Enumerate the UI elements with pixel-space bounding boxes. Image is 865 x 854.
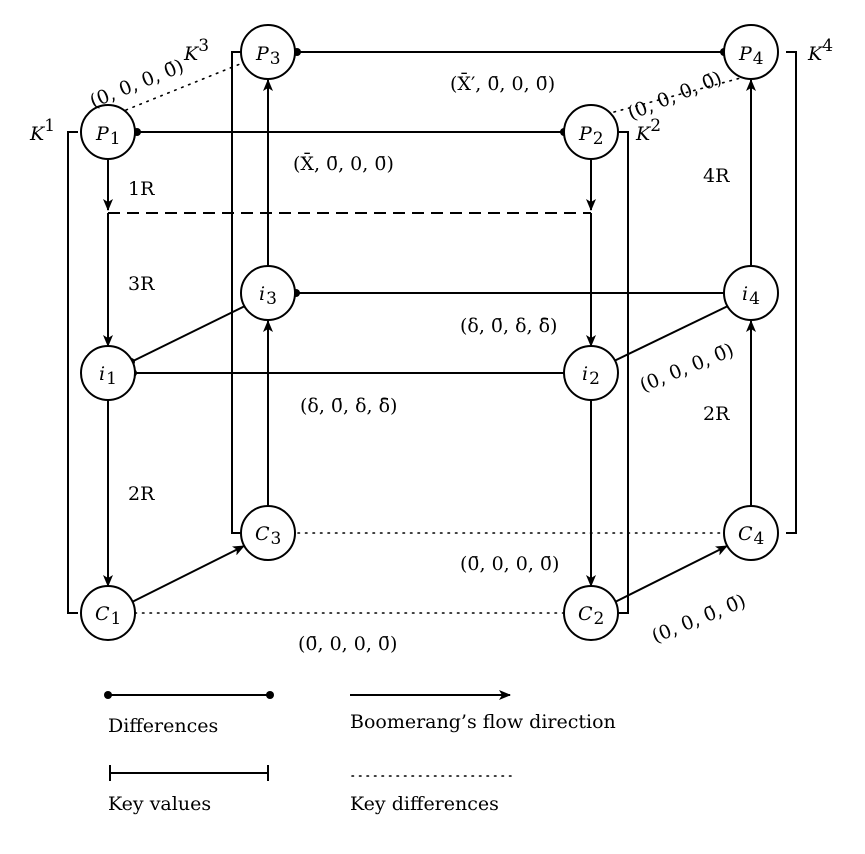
node-c4: C4 — [723, 505, 779, 561]
node-p2: P2 — [563, 104, 619, 160]
node-p3: P3 — [240, 24, 296, 80]
node-c3: C3 — [240, 505, 296, 561]
svg-text:i3: i3 — [259, 283, 277, 309]
round-label-3r: 3R — [128, 273, 155, 295]
key-bars — [67, 51, 797, 614]
svg-text:P3: P3 — [255, 43, 281, 69]
svg-text:C1: C1 — [95, 603, 121, 629]
key-diff-k1-k3 — [125, 59, 251, 111]
diff-label-k1-k3: (0, 0, 0, 0̄) — [87, 55, 187, 113]
svg-text:P4: P4 — [738, 43, 764, 69]
legend-flow-label: Boomerang’s flow direction — [350, 711, 616, 733]
diff-label-p3-p4: (X̄′, 0̄, 0, 0̄) — [450, 72, 555, 95]
diff-label-c1-c2: (0̄, 0, 0, 0̄) — [298, 633, 397, 655]
node-p1: P1 — [80, 104, 136, 160]
svg-text:C2: C2 — [578, 603, 604, 629]
svg-text:i4: i4 — [742, 283, 760, 309]
k4-bar — [786, 51, 797, 534]
key-label-k2: K2 — [635, 116, 661, 145]
i1-i3-diff-line — [130, 304, 248, 363]
diff-label-i3-i4: (δ, 0̄, δ, δ̄) — [460, 315, 557, 337]
diff-label-k2-k4: (0, 0, 0, 0̄) — [625, 67, 725, 125]
legend: Differences Boomerang’s flow direction K… — [104, 690, 616, 815]
round-label-2r-right: 2R — [703, 403, 730, 425]
node-i1: i1 — [80, 345, 136, 401]
svg-text:i1: i1 — [99, 363, 117, 389]
svg-text:C3: C3 — [255, 523, 281, 549]
diff-label-i2-i4: (0, 0, 0, 0̄) — [637, 339, 737, 397]
k1-bar — [67, 131, 78, 614]
diff-label-p1-p2: (X̄, 0̄, 0, 0̄) — [293, 152, 394, 175]
diff-label-c2-c4: (0, 0, 0̄, 0̄) — [649, 590, 749, 648]
legend-key-values-label: Key values — [108, 793, 211, 815]
svg-text:P1: P1 — [95, 123, 121, 149]
arrow-c1-c3 — [131, 545, 245, 603]
legend-key-diff-label: Key differences — [350, 793, 499, 815]
svg-text:P2: P2 — [578, 123, 604, 149]
round-label-2r-left: 2R — [128, 483, 155, 505]
node-i4: i4 — [723, 265, 779, 321]
node-c1: C1 — [80, 585, 136, 641]
key-label-k3: K3 — [183, 36, 209, 65]
svg-text:i2: i2 — [582, 363, 600, 389]
node-p4: P4 — [723, 24, 779, 80]
key-label-k1: K1 — [29, 116, 55, 145]
k2-bar — [618, 131, 629, 614]
legend-key-values-symbol — [109, 765, 269, 781]
key-diff-k2-k4 — [613, 75, 749, 113]
svg-text:C4: C4 — [738, 523, 764, 549]
i2-i4-diff-line — [611, 304, 731, 363]
arrow-c2-c4 — [614, 545, 728, 603]
legend-differences-label: Differences — [108, 715, 218, 737]
k3-bar — [231, 51, 242, 534]
node-c2: C2 — [563, 585, 619, 641]
round-label-4r: 4R — [703, 165, 730, 187]
node-i2: i2 — [563, 345, 619, 401]
round-label-1r: 1R — [128, 178, 155, 200]
node-i3: i3 — [240, 265, 296, 321]
diff-label-i1-i2: (δ, 0̄, δ, δ̄) — [300, 395, 397, 417]
diff-label-c3-c4: (0̄, 0, 0, 0̄) — [460, 553, 559, 575]
key-label-k4: K4 — [807, 36, 833, 65]
